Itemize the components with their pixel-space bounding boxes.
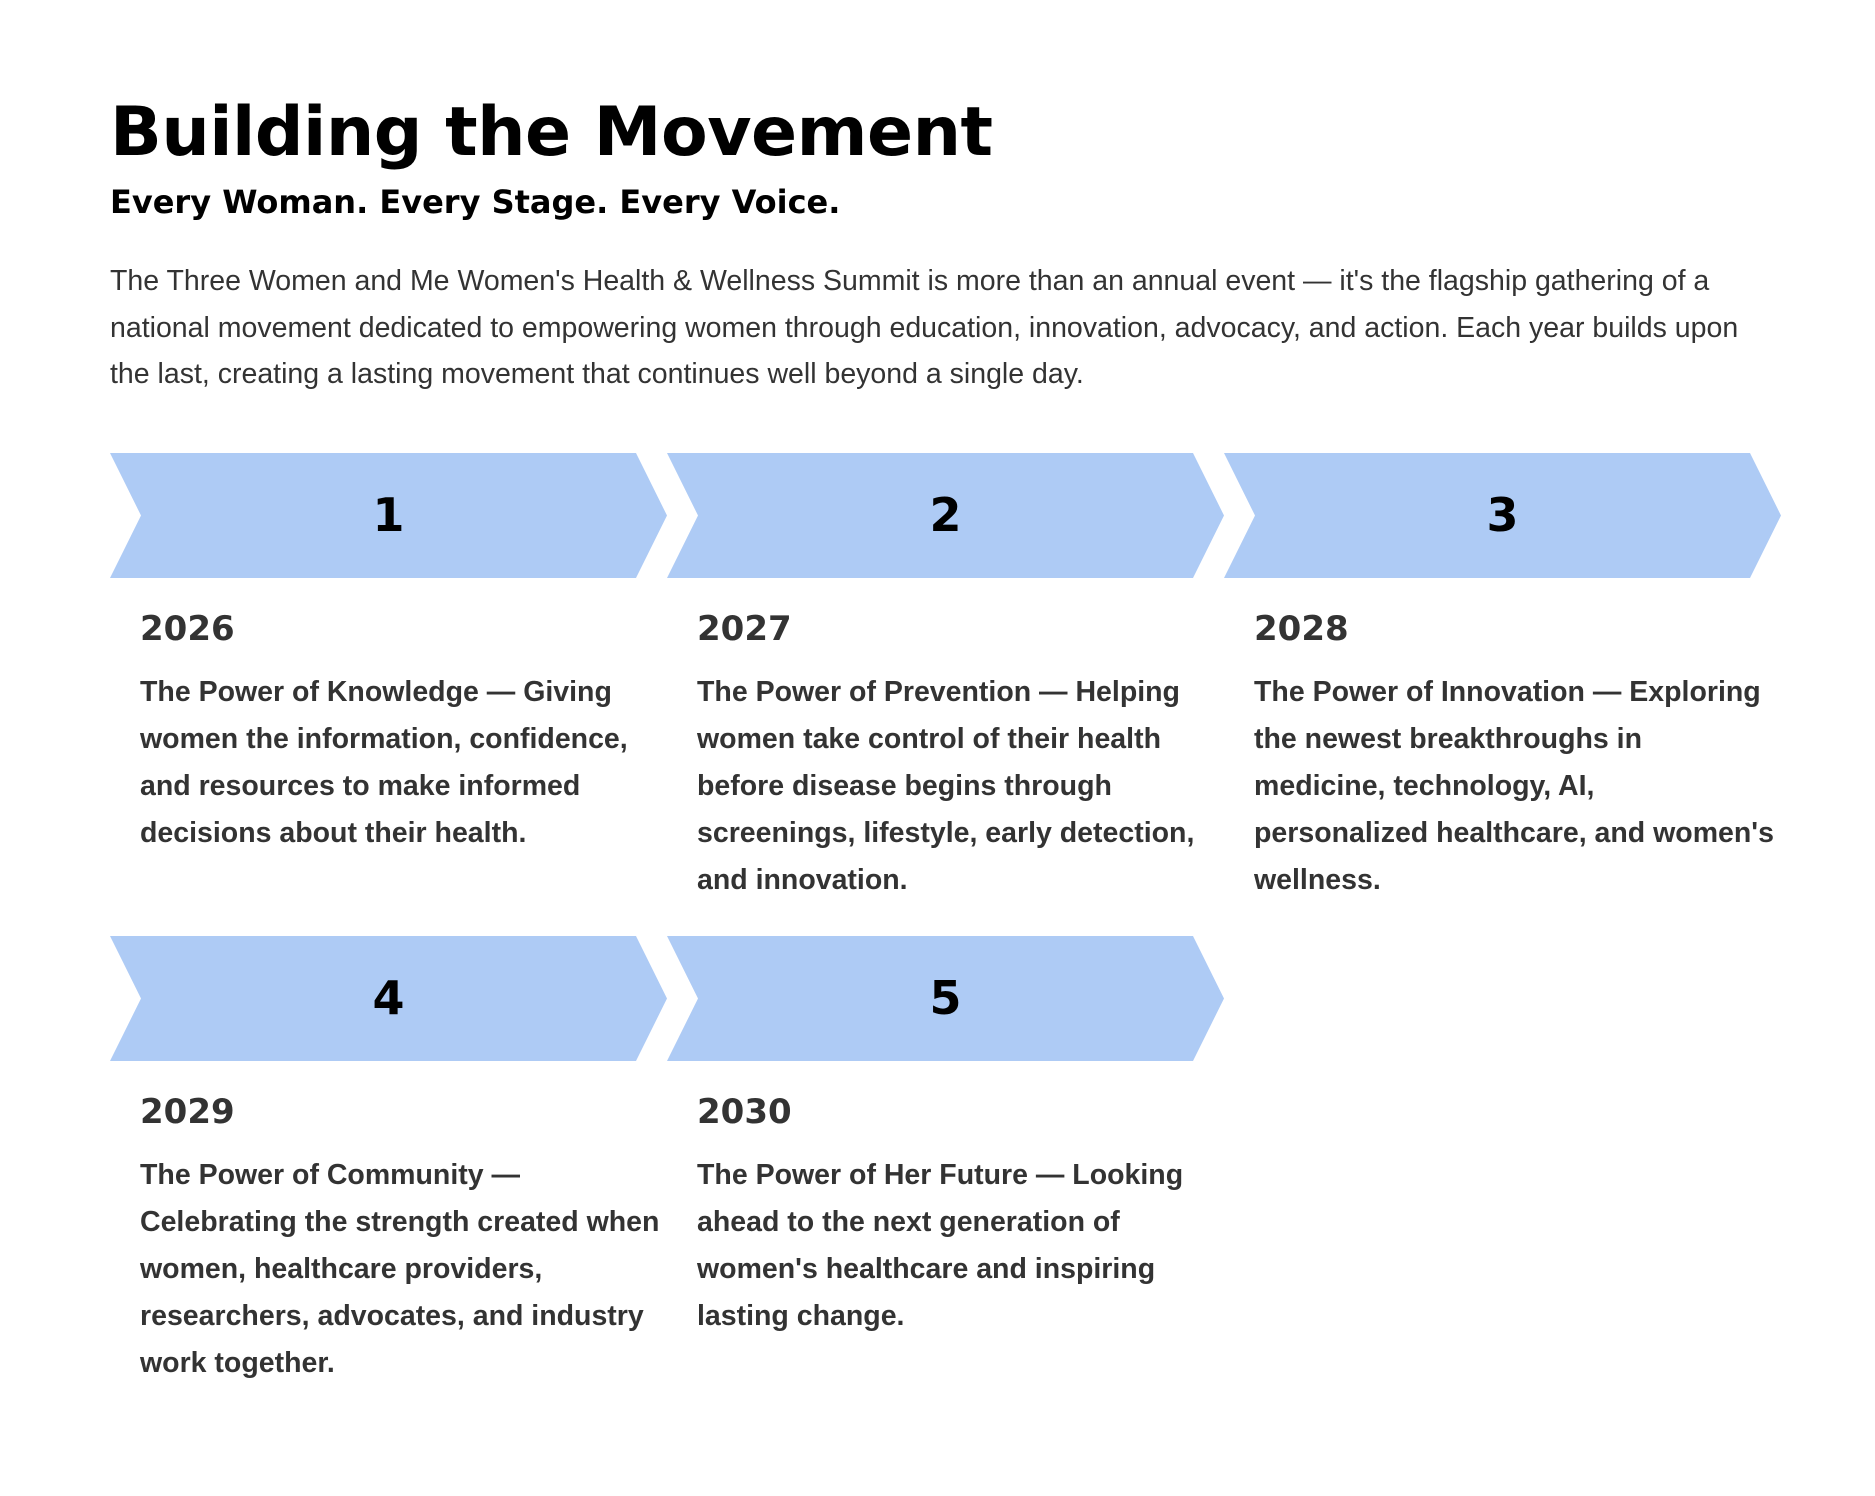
- step-description: The Power of Community — Celebrating the…: [140, 1159, 660, 1379]
- chevron-arrow: [667, 453, 1224, 578]
- step-year: 2028: [1254, 609, 1349, 649]
- chevron-arrow: [1224, 453, 1781, 578]
- page-title: Building the Movement: [110, 93, 993, 172]
- step-description: The Power of Innovation — Exploring the …: [1254, 676, 1774, 896]
- step-number: 5: [929, 971, 962, 1025]
- step-year: 2030: [697, 1092, 792, 1132]
- step-number: 1: [372, 488, 405, 542]
- chevron-arrow: [110, 453, 667, 578]
- step-number: 2: [929, 488, 962, 542]
- step-description: The Power of Prevention — Helping women …: [697, 676, 1195, 896]
- chevron-arrow: [667, 936, 1224, 1061]
- intro-paragraph: The Three Women and Me Women's Health & …: [110, 265, 1739, 390]
- step-description: The Power of Knowledge — Giving women th…: [140, 676, 628, 849]
- step-description: The Power of Her Future — Looking ahead …: [697, 1159, 1184, 1332]
- page-header: Building the Movement Every Woman. Every…: [110, 92, 1780, 398]
- step-number: 3: [1486, 488, 1519, 542]
- chevron-arrow: [110, 936, 667, 1061]
- page-subtitle: Every Woman. Every Stage. Every Voice.: [110, 183, 841, 221]
- step-year: 2027: [697, 609, 792, 649]
- step-year: 2026: [140, 609, 235, 649]
- step-year: 2029: [140, 1092, 235, 1132]
- step-number: 4: [372, 971, 405, 1025]
